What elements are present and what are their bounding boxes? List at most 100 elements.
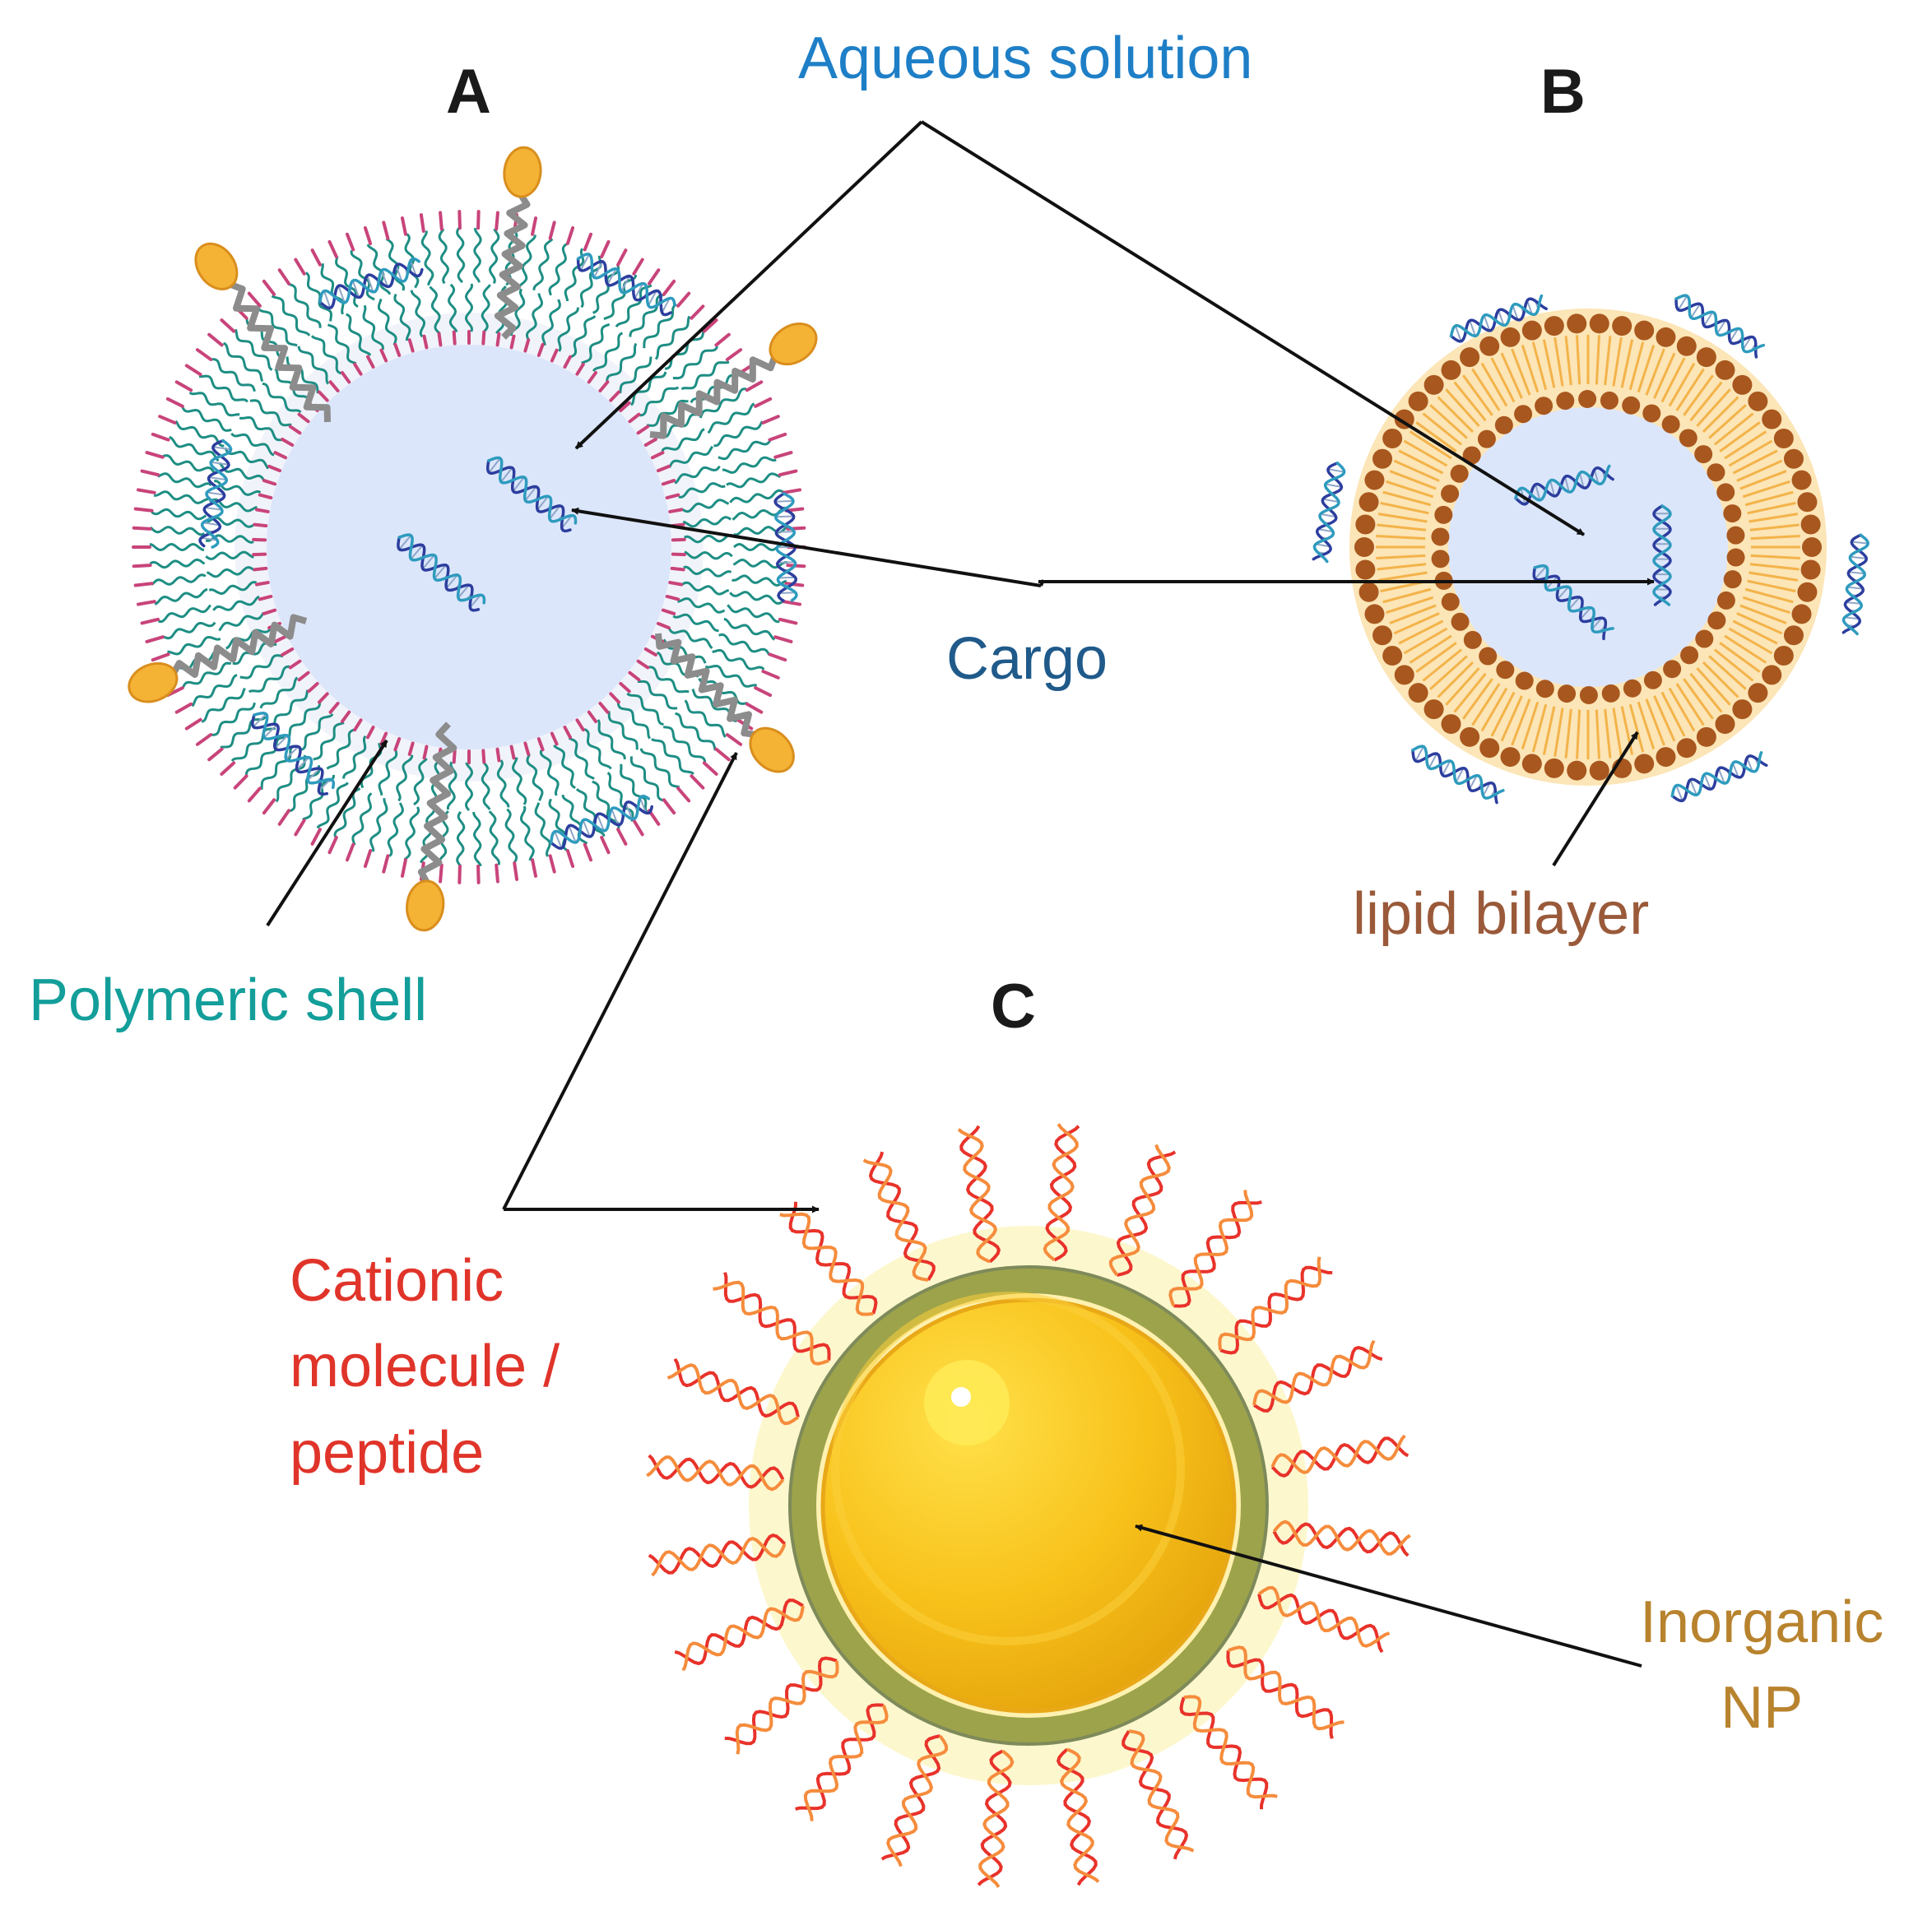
lipid-head-inner <box>1451 613 1470 631</box>
lipid-head-inner <box>1717 592 1735 610</box>
label-inorganic-line-2: NP <box>1640 1665 1883 1751</box>
dna-rung <box>775 501 793 502</box>
polymer-head <box>168 399 183 406</box>
lipid-head-outer <box>1522 754 1542 773</box>
polymer-head <box>187 365 201 374</box>
lipid-head-outer <box>1792 471 1812 490</box>
lipid-head-inner <box>1724 570 1742 588</box>
dna-helix-icon <box>1843 535 1868 633</box>
polymer-head <box>209 749 221 760</box>
polymer-head-inner <box>254 525 266 526</box>
lipid-head-outer <box>1359 492 1379 512</box>
polymer-tail <box>211 360 254 392</box>
polymer-head <box>295 820 304 834</box>
label-cationic-line-2: molecule / <box>290 1324 560 1409</box>
polymer-head <box>769 654 785 660</box>
polymer-head <box>649 270 658 284</box>
cationic-strand <box>791 1202 876 1314</box>
lipid-head-inner <box>1694 445 1712 463</box>
lipid-head-inner <box>1600 392 1619 410</box>
polymer-head-inner <box>483 332 484 344</box>
polymer-head <box>568 228 573 244</box>
lipid-head-inner <box>1431 527 1449 545</box>
polymer-tail <box>457 228 464 282</box>
lipid-head-outer <box>1732 375 1752 395</box>
polymer-head-inner <box>257 582 268 584</box>
polymer-head <box>440 212 442 229</box>
cationic-strand <box>725 1659 837 1744</box>
lipid-head-inner <box>1679 429 1697 447</box>
polymer-head <box>763 671 778 678</box>
polymer-head <box>153 434 169 440</box>
lipid-head-inner <box>1478 430 1496 448</box>
cationic-strand <box>1220 1268 1332 1353</box>
polymer-head-inner <box>454 750 455 762</box>
polymer-tail <box>474 812 481 866</box>
polymer-head <box>780 619 796 624</box>
polymer-head <box>747 704 761 712</box>
lipid-head-outer <box>1372 625 1392 645</box>
polymer-tail <box>457 812 464 866</box>
polymer-head <box>704 763 717 774</box>
polymer-head <box>775 452 791 457</box>
polymer-tail <box>405 807 419 860</box>
lipid-head-outer <box>1355 560 1375 580</box>
polymer-head <box>330 838 337 852</box>
polymer-head <box>727 735 741 745</box>
polymer-tail <box>151 559 205 567</box>
lipid-head-outer <box>1522 321 1542 341</box>
lipid-head-inner <box>1451 465 1469 483</box>
panel-label-b: B <box>1540 56 1586 128</box>
lipid-head-outer <box>1656 747 1675 767</box>
lipid-head-inner <box>1622 397 1640 415</box>
polymer-tail <box>353 793 372 845</box>
polymer-tail <box>727 605 779 621</box>
lipid-head-outer <box>1590 761 1609 781</box>
lipid-head-inner <box>1479 647 1497 666</box>
polymer-tail <box>727 474 780 487</box>
polymer-tail <box>534 239 552 290</box>
polymer-head <box>550 856 555 871</box>
panel-label-c: C <box>991 971 1036 1042</box>
lipid-head-inner <box>1623 680 1642 698</box>
polymer-tail <box>151 527 205 535</box>
lipid-head-inner <box>1558 684 1576 703</box>
lipid-head-outer <box>1442 714 1461 734</box>
polymer-head-inner <box>498 749 499 761</box>
panel-label-a: A <box>446 56 491 128</box>
polymer-tail <box>422 231 433 285</box>
lipid-head-outer <box>1677 738 1697 758</box>
polymer-head <box>783 490 800 492</box>
polymer-head <box>280 810 289 824</box>
polymer-head <box>664 800 674 813</box>
polymer-head-inner <box>670 582 681 584</box>
panel-a-polymeric-nanoparticle <box>123 146 824 932</box>
lipid-head-outer <box>1364 471 1384 490</box>
polymer-head <box>763 416 778 423</box>
lipid-head-outer <box>1612 316 1632 336</box>
cationic-strand <box>1182 1697 1267 1809</box>
polymer-head <box>134 528 151 529</box>
panel-c-inorganic-np <box>647 1124 1410 1886</box>
lipid-head-inner <box>1580 686 1598 704</box>
polymer-tail <box>722 457 776 472</box>
lipid-head-outer <box>1715 360 1735 380</box>
polymer-head <box>221 320 234 332</box>
dna-rung <box>1851 542 1868 544</box>
polymer-head <box>383 856 388 871</box>
polymer-tail <box>163 623 216 638</box>
polymer-head <box>585 845 591 861</box>
polymer-tail <box>202 689 244 722</box>
arrow-cationic-a <box>504 753 736 1209</box>
polymer-head <box>618 829 625 844</box>
polymer-head <box>235 776 247 787</box>
polymer-head <box>747 382 761 390</box>
polymer-head <box>440 865 442 882</box>
lipid-head-outer <box>1359 582 1379 602</box>
polymer-head <box>783 601 800 604</box>
label-aqueous-solution: Aqueous solution <box>798 25 1252 92</box>
lipid-head-inner <box>1680 646 1698 664</box>
lipid-head-outer <box>1501 747 1521 767</box>
dna-rung <box>1851 557 1867 559</box>
